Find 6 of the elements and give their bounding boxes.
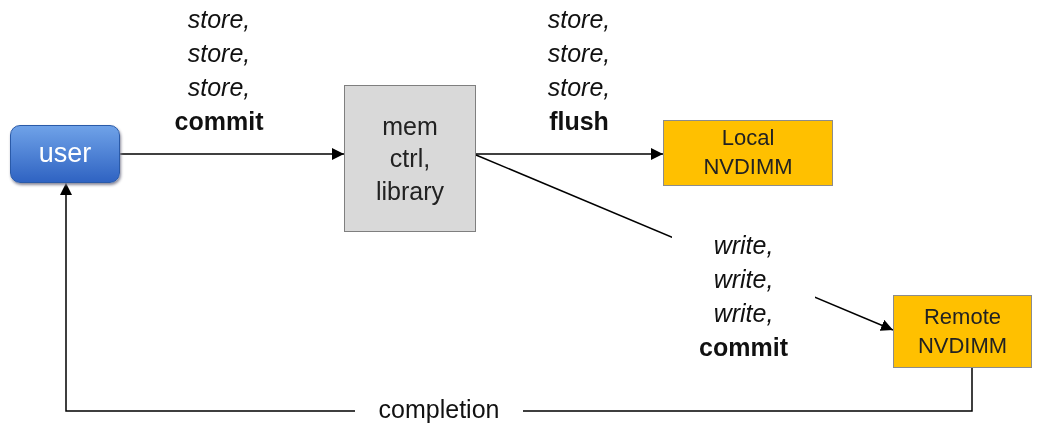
storage-box: Remote NVDIMM: [893, 295, 1032, 368]
storage-box: Local NVDIMM: [663, 120, 833, 186]
process-box: mem ctrl, library: [344, 85, 476, 232]
arrow: [475, 148, 664, 160]
user-button-box: user: [10, 125, 120, 183]
arrow: [119, 148, 345, 160]
